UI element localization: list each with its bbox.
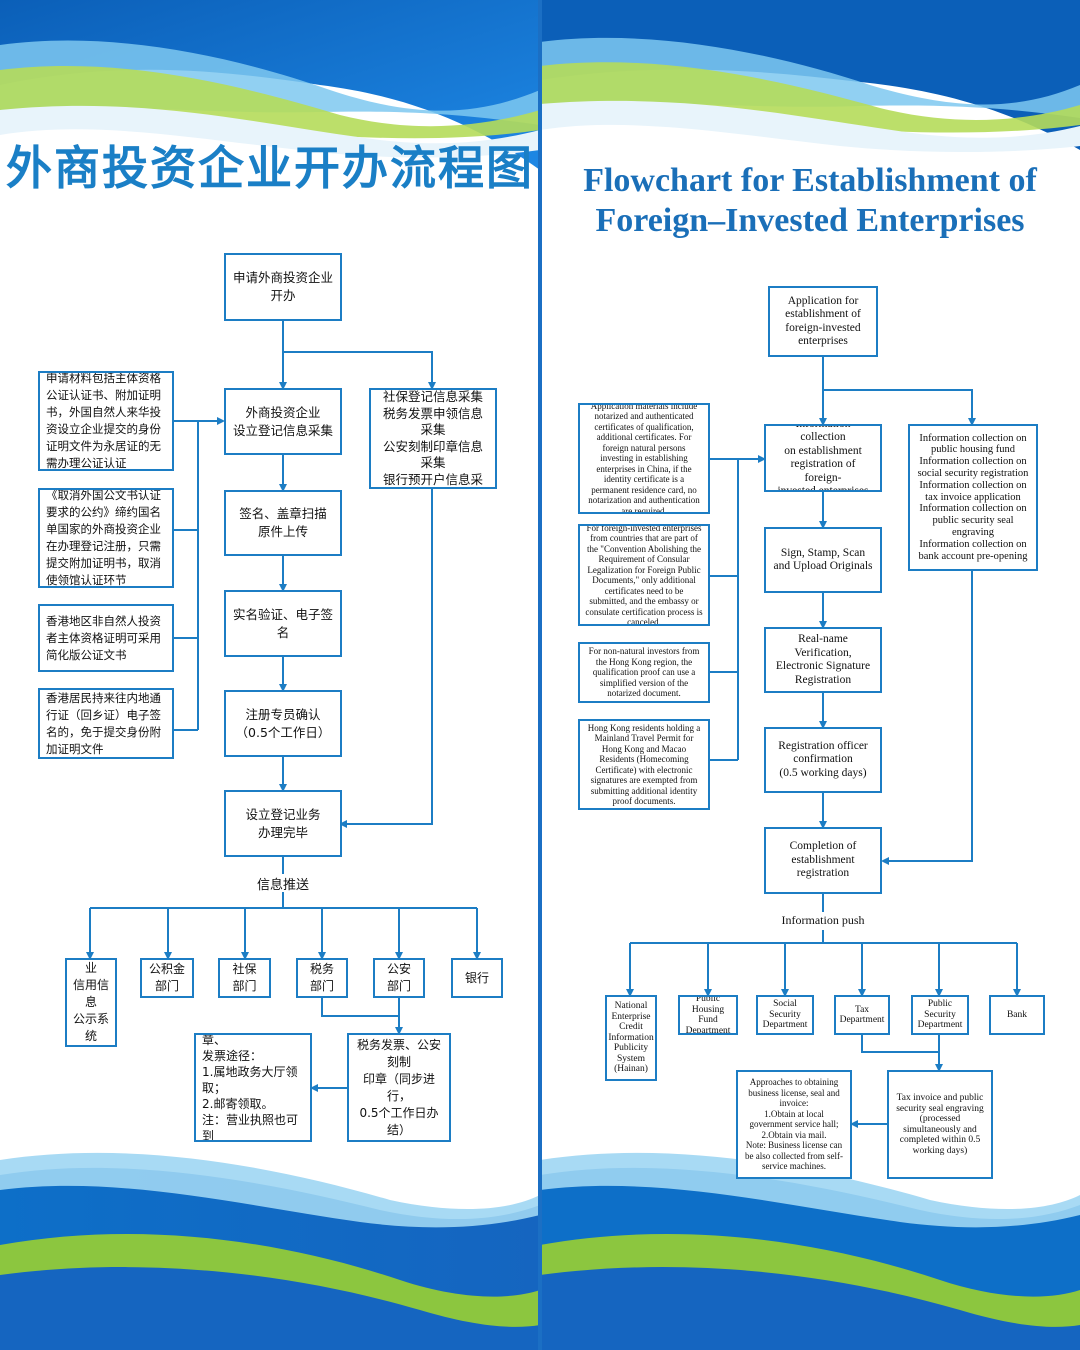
dept-box: National Enterprise Credit Information P… bbox=[605, 995, 657, 1081]
apply-box: Application for establishment of foreign… bbox=[768, 286, 878, 357]
collect-info-box: 外商投资企业 设立登记信息采集 bbox=[224, 388, 342, 455]
page-title-english-line1: Flowchart for Establishment of bbox=[583, 162, 1037, 199]
simultaneous-processing-box: 税务发票、公安刻制 印章（同步进行， 0.5个工作日办结） bbox=[347, 1033, 451, 1142]
note-box: For foreign-invested enterprises from co… bbox=[578, 524, 710, 626]
chinese-flowchart-panel: 外商投资企业开办流程图 bbox=[0, 0, 540, 1350]
wave-decoration bbox=[0, 0, 540, 1350]
dept-box: Public Housing Fund Department bbox=[678, 995, 738, 1035]
wave-decoration bbox=[540, 0, 1080, 1350]
panel-divider bbox=[538, 0, 542, 1350]
verify-box: Real-name Verification, Electronic Signa… bbox=[764, 627, 882, 693]
note-box: For non-natural investors from the Hong … bbox=[578, 642, 710, 703]
dept-box: 公积金 部门 bbox=[140, 958, 194, 998]
collect-info-box: Information collection on establishment … bbox=[764, 424, 882, 492]
info-push-label: 信息推送 bbox=[243, 874, 323, 893]
english-flowchart-panel: Flowchart for Establishment of Foreign–I… bbox=[540, 0, 1080, 1350]
verify-box: 实名验证、电子签名 bbox=[224, 590, 342, 657]
dept-box: Social Security Department bbox=[756, 995, 814, 1035]
note-box: 香港地区非自然人投资者主体资格证明可采用简化版公证文书 bbox=[38, 604, 174, 672]
note-box: Application materials include notarized … bbox=[578, 403, 710, 514]
confirm-box: Registration officer confirmation (0.5 w… bbox=[764, 727, 882, 793]
apply-box: 申请外商投资企业开办 bbox=[224, 253, 342, 321]
note-box: 申请材料包括主体资格公证认证书、附加证明书，外国自然人来华投资设立企业提交的身份… bbox=[38, 371, 174, 471]
dept-box: 税务 部门 bbox=[296, 958, 348, 998]
done-box: 设立登记业务 办理完毕 bbox=[224, 790, 342, 857]
page-title-chinese: 外商投资企业开办流程图 bbox=[6, 141, 534, 195]
note-box: Hong Kong residents holding a Mainland T… bbox=[578, 719, 710, 810]
dept-box: 公安 部门 bbox=[373, 958, 425, 998]
sign-upload-box: Sign, Stamp, Scan and Upload Originals bbox=[764, 527, 882, 593]
parallel-info-box: 公积金信息采集 社保登记信息采集 税务发票申领信息采集 公安刻制印章信息采集 银… bbox=[369, 388, 497, 489]
dept-box: 国家企业 信用信息 公示系统 （海南） bbox=[65, 958, 117, 1047]
note-box: 《取消外国公文书认证要求的公约》缔约国名单国家的外商投资企业在办理登记注册，只需… bbox=[38, 488, 174, 588]
collection-methods-box: Approaches to obtaining business license… bbox=[736, 1070, 852, 1179]
confirm-box: 注册专员确认 （0.5个工作日） bbox=[224, 690, 342, 757]
dept-box: Tax Department bbox=[834, 995, 890, 1035]
collection-methods-box: 领取营业执照、印章、 发票途径： 1.属地政务大厅领取； 2.邮寄领取。 注：营… bbox=[194, 1033, 312, 1142]
dept-box: 银行 bbox=[451, 958, 503, 998]
dept-box: Public Security Department bbox=[911, 995, 969, 1035]
note-box: 香港居民持来往内地通行证（回乡证）电子签名的，免于提交身份附加证明文件 bbox=[38, 688, 174, 759]
parallel-info-box: Information collection on public housing… bbox=[908, 424, 1038, 571]
simultaneous-processing-box: Tax invoice and public security seal eng… bbox=[887, 1070, 993, 1179]
dept-box: Bank bbox=[989, 995, 1045, 1035]
dept-box: 社保 部门 bbox=[218, 958, 271, 998]
page-title-english-line2: Foreign–Invested Enterprises bbox=[595, 202, 1025, 239]
done-box: Completion of establishment registration bbox=[764, 827, 882, 894]
info-push-label: Information push bbox=[763, 913, 883, 930]
sign-upload-box: 签名、盖章扫描 原件上传 bbox=[224, 490, 342, 556]
